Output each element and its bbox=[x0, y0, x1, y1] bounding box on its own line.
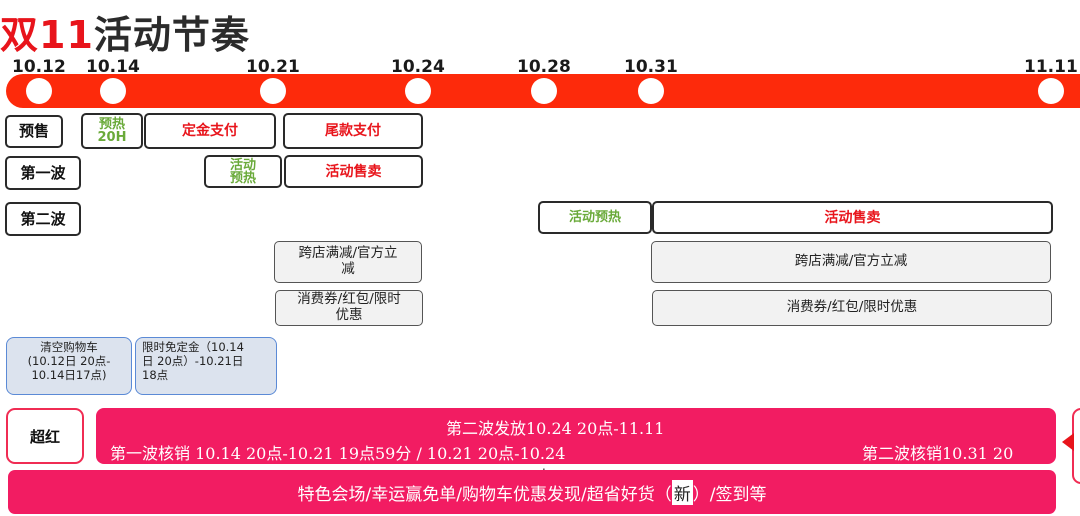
chaohong-wave2-issue: 第二波发放10.24 20点-11.11 bbox=[446, 419, 665, 438]
wave2-discount-box: 跨店满减/官方立减 bbox=[651, 241, 1051, 283]
date-label: 10.14 bbox=[86, 57, 140, 77]
clear-cart-note: 清空购物车 (10.12日 20点- 10.14日17点) bbox=[6, 337, 132, 395]
chaohong-wave2-redeem: 第二波核销10.31 20 bbox=[862, 444, 1014, 463]
row-label-presale: 预售 bbox=[5, 115, 63, 148]
row-label-wave1: 第一波 bbox=[5, 156, 81, 190]
wave2-warmup-box: 活动预热 bbox=[538, 201, 652, 234]
bottom-banner-text: 特色会场/幸运赢免单/购物车优惠发现/超省好货（ bbox=[297, 484, 672, 505]
timeline-dot bbox=[100, 78, 126, 104]
timeline-dot bbox=[1038, 78, 1064, 104]
presale-warmup-box: 预热 20H bbox=[81, 113, 143, 149]
wave1-discount-box: 跨店满减/官方立 减 bbox=[274, 241, 422, 283]
date-label: 11.11 bbox=[1024, 57, 1078, 77]
timeline-dot bbox=[638, 78, 664, 104]
date-label: 10.28 bbox=[517, 57, 571, 77]
deposit-payment-box: 定金支付 bbox=[144, 113, 276, 149]
date-label: 10.31 bbox=[624, 57, 678, 77]
wave2-sale-box: 活动售卖 bbox=[652, 201, 1053, 234]
free-deposit-note: 限时免定金（10.14 日 20点）-10.21日 18点 bbox=[135, 337, 277, 395]
timeline-dot bbox=[531, 78, 557, 104]
wave1-sale-box: 活动售卖 bbox=[284, 155, 423, 188]
title-prefix: 双11 bbox=[0, 13, 94, 57]
timeline-dot bbox=[260, 78, 286, 104]
wave1-coupon-box: 消费券/红包/限时 优惠 bbox=[275, 290, 423, 326]
new-tag: 新 bbox=[671, 479, 693, 505]
page-title: 双11活动节奏 bbox=[0, 4, 250, 59]
bottom-banner: 特色会场/幸运赢免单/购物车优惠发现/超省好货（新）/签到等 bbox=[8, 470, 1056, 514]
row-label-wave2: 第二波 bbox=[5, 202, 81, 236]
row-label-chaohong: 超红 bbox=[6, 408, 84, 464]
date-label: 10.21 bbox=[246, 57, 300, 77]
date-label: 10.12 bbox=[12, 57, 66, 77]
date-label: 10.24 bbox=[391, 57, 445, 77]
title-suffix: 活动节奏 bbox=[93, 13, 250, 57]
timeline-dot bbox=[405, 78, 431, 104]
arrow-left-icon bbox=[1062, 433, 1074, 451]
chaohong-banner: 第二波发放10.24 20点-11.11 第一波核销 10.14 20点-10.… bbox=[96, 408, 1056, 464]
final-payment-box: 尾款支付 bbox=[283, 113, 423, 149]
wave1-warmup-box: 活动 预热 bbox=[204, 155, 282, 188]
timeline-dot bbox=[26, 78, 52, 104]
wave2-coupon-box: 消费券/红包/限时优惠 bbox=[652, 290, 1052, 326]
chaohong-wave1-redeem: 第一波核销 10.14 20点-10.21 19点59分 / 10.21 20点… bbox=[110, 444, 566, 463]
bottom-banner-text-end: ）/签到等 bbox=[692, 484, 767, 505]
